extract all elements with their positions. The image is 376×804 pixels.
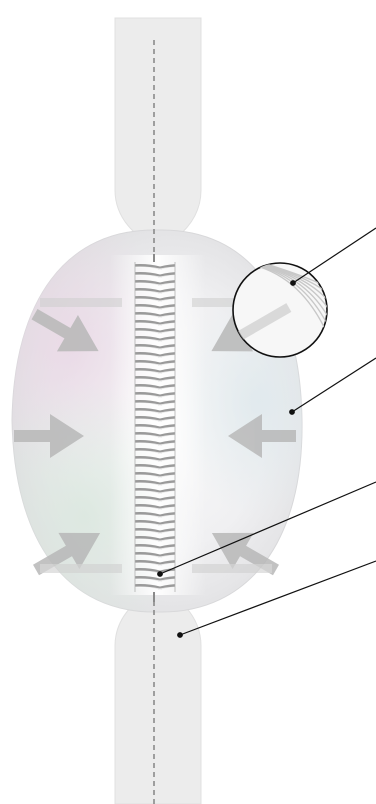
leader-dot-2 (290, 410, 295, 415)
magnifier-circle-icon (233, 262, 336, 357)
leader-dot-4 (178, 633, 183, 638)
leader-dot-1 (291, 281, 296, 286)
filament-coil (135, 254, 175, 602)
bottom-stem (115, 598, 201, 804)
leader-line-1 (293, 228, 376, 283)
leader-line-2 (292, 358, 376, 412)
leader-dot-3 (158, 572, 163, 577)
top-stem (115, 18, 201, 238)
